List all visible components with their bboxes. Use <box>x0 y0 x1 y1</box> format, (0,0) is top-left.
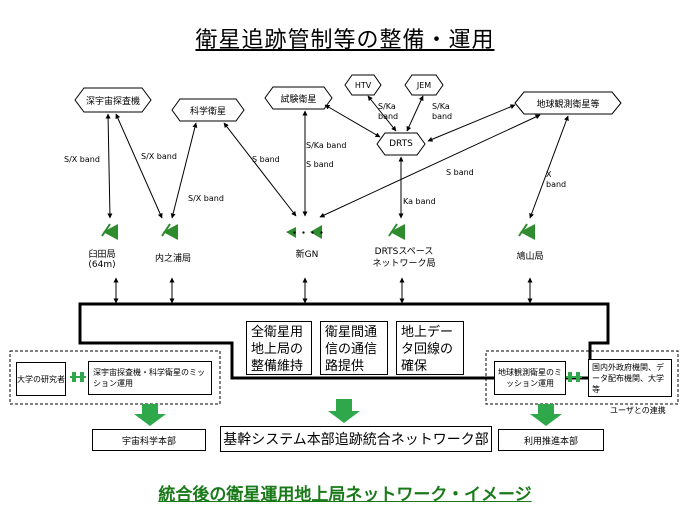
univ-researchers-box: 大学の研究者 <box>16 362 66 396</box>
band-label: S/Ka band <box>378 102 399 121</box>
footer-caption: 統合後の衛星運用地上局ネットワーク・イメージ <box>158 485 532 505</box>
right-link-icon <box>566 372 582 382</box>
link-deep-usuda <box>105 113 113 219</box>
page-title: 衛星追跡管制等の整備・運用 <box>195 28 495 53</box>
earth-obs-mission-box: 地球観測衛星のミッション運用 <box>494 361 566 395</box>
sat-earth-obs-shape <box>514 91 622 115</box>
band-label: S band <box>446 168 474 177</box>
station-uchinoura-label: 内之浦局 <box>154 253 191 264</box>
link-earthobs-newgn <box>319 114 541 218</box>
band-label: S/Ka band <box>432 102 453 121</box>
antenna-newgn-1 <box>286 227 296 238</box>
org-isas-box: 宇宙科学本部 <box>92 429 206 451</box>
left-link-icon <box>70 372 86 382</box>
band-label: S/Ka band <box>306 141 347 150</box>
station-usuda-size: (64m) <box>88 260 116 270</box>
isas-mission-box: 深宇宙探査機・科学衛星のミッション運用 <box>88 361 212 395</box>
right-group-frame <box>485 350 679 405</box>
function-box-ground-lines: 地上データ回線の確保 <box>396 321 464 375</box>
station-drts-label: DRTSスペース <box>374 246 434 257</box>
link-science-uchinoura <box>170 122 198 219</box>
sat-test-shape <box>264 86 333 110</box>
station-newgn-label: 新GN <box>295 249 319 260</box>
link-jem-drts <box>406 95 424 132</box>
link-deep-uchinoura <box>115 113 163 219</box>
band-label: S/X band <box>141 152 177 161</box>
band-label: S band <box>306 160 334 169</box>
antenna-hatoyama <box>518 223 535 240</box>
link-science-newgn <box>223 122 297 217</box>
sat-jem-label: JEM <box>416 80 432 90</box>
user-link-label: ユーザとの連携 <box>610 406 666 415</box>
sat-science-label: 科学衛星 <box>189 106 226 117</box>
link-earthobs-hatoyama <box>529 115 569 219</box>
sat-htv-label: HTV <box>354 80 372 90</box>
sat-test-label: 試験衛星 <box>280 94 317 105</box>
station-hatoyama-label: 鳩山局 <box>516 251 544 262</box>
green-arrow-left <box>134 404 166 426</box>
antenna-usuda <box>101 223 118 240</box>
band-label: X band <box>546 170 567 189</box>
band-label: S/X band <box>64 155 100 164</box>
antenna-uchinoura <box>161 223 178 240</box>
sat-drts-label: DRTS <box>389 139 413 149</box>
link-test-drts <box>324 104 381 138</box>
station-drts-label-2: ネットワーク局 <box>372 258 436 269</box>
antenna-drts <box>388 223 405 240</box>
green-arrow-center <box>328 399 360 423</box>
antenna-newgn-2 <box>310 225 322 239</box>
sat-deep-space-label: 深宇宙探査機 <box>85 96 140 107</box>
band-label: S band <box>252 155 280 164</box>
band-label: Ka band <box>403 197 436 206</box>
left-group-frame <box>9 350 221 405</box>
function-box-intersat-comm: 衛星間通信の通信路提供 <box>320 321 388 375</box>
band-label: S/X band <box>188 194 224 203</box>
station-dots: ・・・・ <box>290 228 327 239</box>
station-usuda-label: 臼田局 <box>88 249 116 260</box>
org-usage-box: 利用推進本部 <box>498 429 604 451</box>
sat-htv-shape <box>344 74 382 96</box>
agencies-box: 国内外政府機関、データ配布機関、大学等 <box>588 359 672 397</box>
org-core-network-box: 基幹システム本部追跡統合ネットワーク部 <box>220 426 492 452</box>
function-box-ground-stations: 全衛星用地上局の整備維持 <box>246 321 312 375</box>
sat-deep-space-shape <box>74 87 152 113</box>
sat-earth-obs-label: 地球観測衛星等 <box>536 99 600 110</box>
sat-science-shape <box>171 98 245 122</box>
sat-jem-shape <box>404 74 444 96</box>
green-arrow-right <box>530 404 562 426</box>
